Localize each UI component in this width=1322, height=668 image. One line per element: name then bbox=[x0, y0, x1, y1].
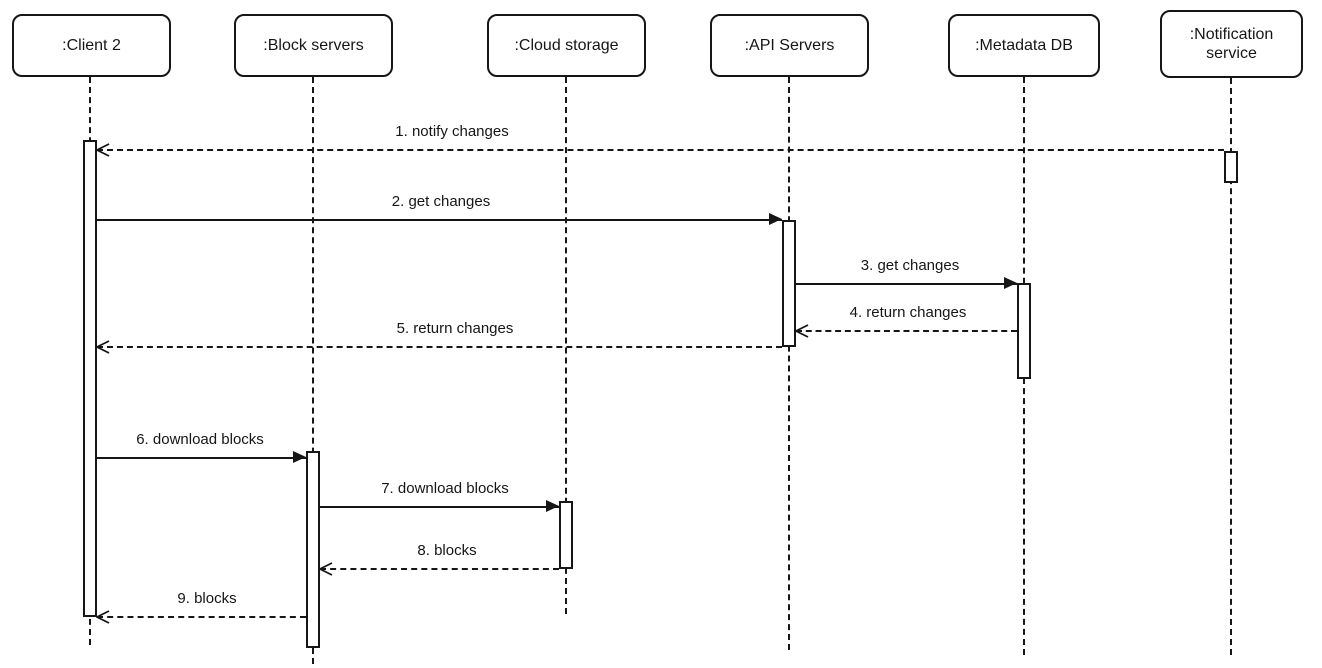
message-line-6 bbox=[97, 457, 306, 459]
participant-box-metadata-db: :Metadata DB bbox=[948, 14, 1100, 77]
message-line-8 bbox=[320, 568, 559, 570]
arrowhead-open-icon bbox=[96, 610, 110, 624]
message-line-2 bbox=[97, 219, 782, 221]
arrowhead-filled-icon bbox=[546, 500, 559, 512]
activation-bar-client2 bbox=[83, 140, 97, 617]
arrowhead-open-icon bbox=[319, 562, 333, 576]
participant-box-notification-service: :Notification service bbox=[1160, 10, 1303, 78]
participant-label-metadata-db: :Metadata DB bbox=[975, 36, 1073, 54]
activation-bar-api-servers bbox=[782, 220, 796, 347]
message-label-6: 6. download blocks bbox=[134, 431, 266, 448]
participant-label-notification-service: :Notification service bbox=[1189, 25, 1274, 62]
message-label-5: 5. return changes bbox=[394, 320, 516, 337]
arrowhead-open-icon bbox=[96, 143, 110, 157]
participant-box-client2: :Client 2 bbox=[12, 14, 171, 77]
arrowhead-filled-icon bbox=[769, 213, 782, 225]
participant-label-client2: :Client 2 bbox=[62, 36, 121, 54]
arrowhead-filled-icon bbox=[1004, 277, 1017, 289]
message-line-5 bbox=[97, 346, 782, 348]
message-label-4: 4. return changes bbox=[847, 304, 969, 321]
activation-bar-block-servers bbox=[306, 451, 320, 648]
message-label-1: 1. notify changes bbox=[393, 123, 511, 140]
arrowhead-open-icon bbox=[96, 340, 110, 354]
participant-label-cloud-storage: :Cloud storage bbox=[514, 36, 619, 54]
participant-box-api-servers: :API Servers bbox=[710, 14, 869, 77]
message-line-7 bbox=[320, 506, 559, 508]
participant-box-cloud-storage: :Cloud storage bbox=[487, 14, 646, 77]
activation-bar-notification-service bbox=[1224, 151, 1238, 183]
message-label-3: 3. get changes bbox=[858, 257, 962, 274]
message-label-9: 9. blocks bbox=[175, 590, 239, 607]
message-line-3 bbox=[796, 283, 1017, 285]
participant-box-block-servers: :Block servers bbox=[234, 14, 393, 77]
message-line-4 bbox=[796, 330, 1017, 332]
arrowhead-open-icon bbox=[795, 324, 809, 338]
message-label-8: 8. blocks bbox=[415, 542, 479, 559]
message-label-2: 2. get changes bbox=[389, 193, 493, 210]
message-line-1 bbox=[97, 149, 1224, 151]
lifeline-api-servers bbox=[788, 77, 790, 650]
activation-bar-cloud-storage bbox=[559, 501, 573, 569]
message-label-7: 7. download blocks bbox=[379, 480, 511, 497]
lifeline-notification-service bbox=[1230, 78, 1232, 655]
lifeline-cloud-storage bbox=[565, 77, 567, 614]
participant-label-api-servers: :API Servers bbox=[744, 36, 835, 54]
lifeline-block-servers bbox=[312, 77, 314, 664]
activation-bar-metadata-db bbox=[1017, 283, 1031, 379]
participant-label-block-servers: :Block servers bbox=[263, 36, 364, 54]
message-line-9 bbox=[97, 616, 306, 618]
arrowhead-filled-icon bbox=[293, 451, 306, 463]
